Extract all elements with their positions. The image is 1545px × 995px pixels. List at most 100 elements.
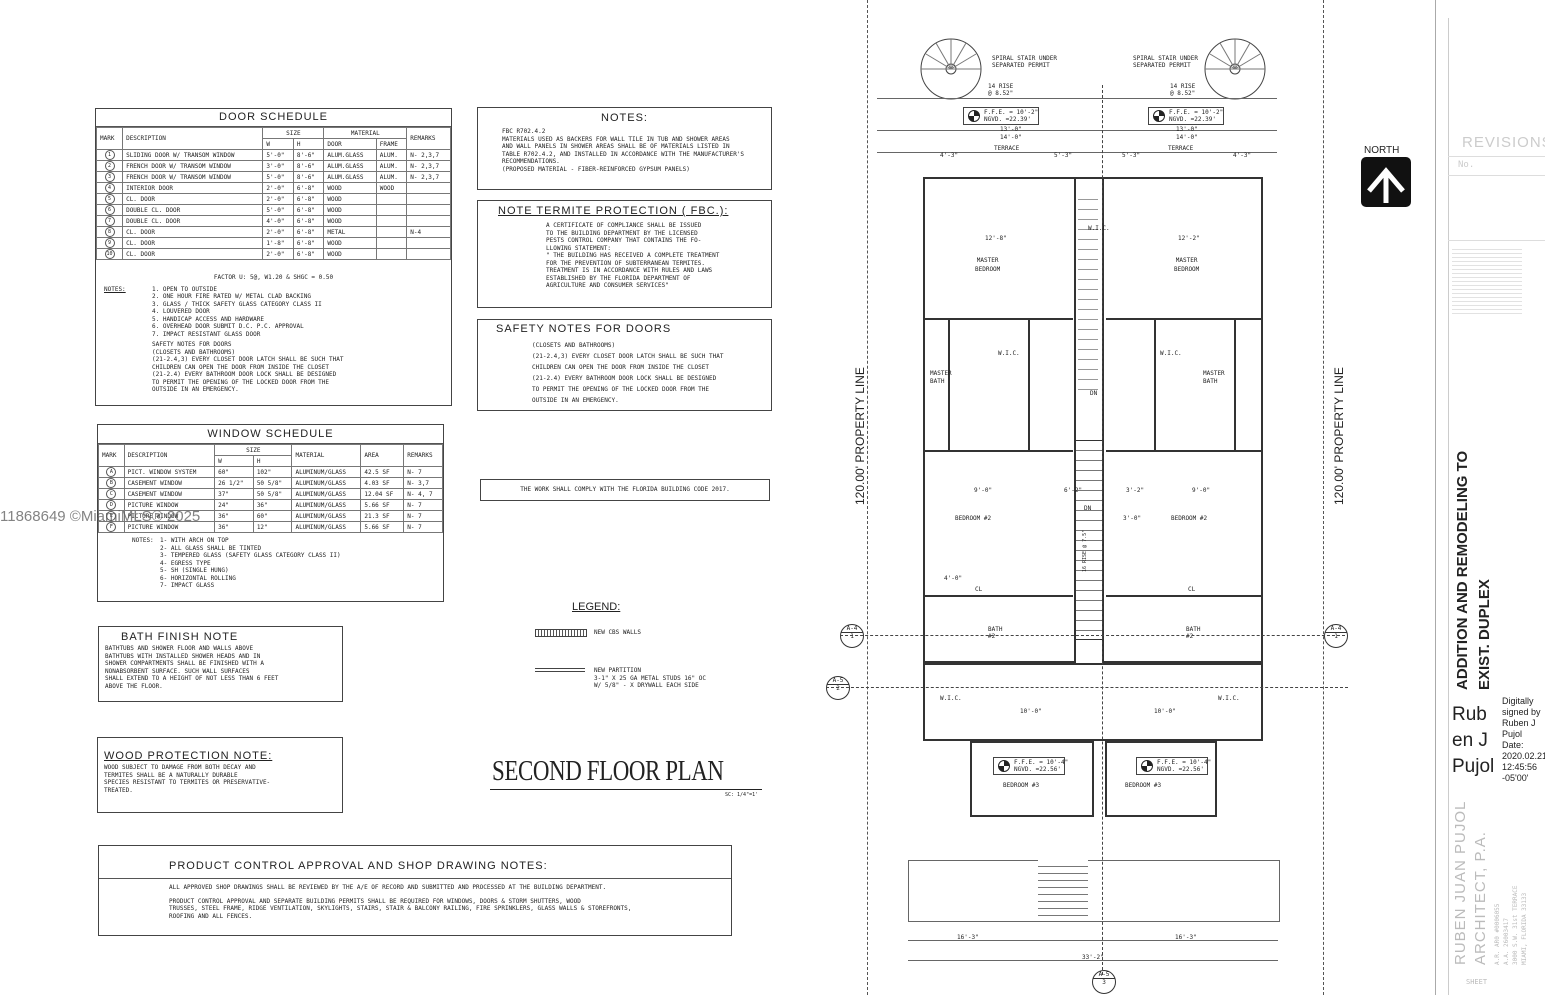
mb-right-1: MASTER: [1175, 257, 1198, 264]
note-line: WOOD SUBJECT TO DAMAGE FROM BOTH DECAY A…: [104, 764, 256, 771]
notes-title: NOTES:: [601, 112, 648, 124]
note-line: MATERIALS USED AS BACKERS FOR WALL TILE …: [502, 135, 730, 143]
center-line: [1102, 85, 1103, 975]
door-door-cell: ALUM.GLASS: [323, 149, 377, 161]
spiral-left-line-2: SEPARATED PERMIT: [992, 62, 1050, 69]
door-w-cell: 4'-0": [262, 215, 294, 227]
legend-partition-line: NEW PARTITION: [594, 667, 641, 674]
door-desc-cell: SLIDING DOOR W/ TRANSOM WINDOW: [122, 149, 264, 161]
door-notes-label: NOTES:: [104, 285, 126, 293]
ffe-tag-bottom-right: F.F.E. = 10'-4"NGVD. =22.56': [1136, 757, 1212, 775]
door-mark-cell: 3: [95, 171, 124, 183]
partition: [925, 318, 1073, 320]
mb-right-2: BEDROOM: [1174, 266, 1200, 273]
door-h-cell: 8'-6": [292, 149, 325, 161]
door-w-cell: 2'-0": [262, 193, 294, 205]
dim-top-h: 4'-3": [1233, 152, 1252, 159]
door-mark: 2: [104, 161, 115, 171]
window-w-cell: 26 1/2": [214, 477, 254, 489]
partition-symbol: [535, 668, 585, 672]
door-remarks-cell: N-4: [406, 226, 451, 238]
floor-plan: 120.00' PROPERTY LINE 120.00' PROPERTY L…: [820, 0, 1360, 995]
window-w-cell: 37": [214, 488, 254, 500]
dim-33-2: 33'-2": [1082, 954, 1104, 961]
note-line: BATHTUBS WITH INSTALLED SHOWER HEADS AND…: [105, 652, 261, 660]
window-note-line: 1- WITH ARCH ON TOP: [160, 537, 229, 544]
firm-info-line: A.R. AR0 #0006055: [1494, 903, 1501, 965]
door-desc-cell: DOUBLE CL. DOOR: [122, 204, 264, 216]
window-area-cell: 12.04 SF: [360, 488, 405, 500]
dn-upper: DN: [1090, 390, 1098, 397]
window-mark-cell: B: [98, 477, 125, 489]
dim-9-0-left: 9'-0": [974, 487, 993, 494]
firm-name-1: RUBEN JUAN PUJOL: [1452, 800, 1469, 965]
door-mark: 3: [104, 172, 115, 182]
note-line: FOR THE PREVENTION OF SUBTERRANEAN TERMI…: [546, 259, 705, 267]
door-desc-cell: CL. DOOR: [122, 226, 264, 238]
rise-left: 14 RISE @ 8.52": [988, 83, 1013, 97]
door-mark-cell: 1: [95, 149, 124, 161]
partition: [1106, 450, 1261, 452]
dim-line-1: [877, 98, 1277, 99]
signer-big-1: Rub: [1452, 704, 1487, 725]
elevation-marker-icon: [998, 760, 1010, 772]
product-line-2: PRODUCT CONTROL APPROVAL AND SEPARATE BU…: [169, 897, 581, 905]
dim-4-0: 4'-0": [944, 575, 963, 582]
ffe-bottom-right-2: NGVD. =22.56': [1157, 766, 1204, 773]
rise-left-line-2: @ 8.52": [988, 90, 1014, 97]
door-note-line: 2. ONE HOUR FIRE RATED W/ METAL CLAD BAC…: [152, 293, 311, 300]
door-mark: 1: [104, 150, 115, 160]
col-frame: FRAME: [375, 138, 408, 150]
door-remarks-cell: [406, 193, 451, 205]
property-line-left: [867, 0, 868, 995]
door-door-cell: WOOD: [323, 215, 377, 227]
window-material-cell: ALUMINUM/GLASS: [291, 521, 362, 533]
spiral-right-line-1: SPIRAL STAIR UNDER: [1133, 55, 1199, 62]
master-bedroom-right: MASTER BEDROOM: [1174, 256, 1199, 274]
code-text: THE WORK SHALL COMPLY WITH THE FLORIDA B…: [520, 486, 730, 493]
property-line-label-left: 120.00' PROPERTY LINE: [853, 367, 867, 505]
legend-cbs: NEW CBS WALLS: [594, 629, 641, 636]
partition: [1106, 595, 1261, 597]
window-mark-cell: F: [98, 521, 125, 533]
mls-watermark: 11868649 ©MiamiMLS® 2025: [0, 508, 201, 525]
door-note-line: 4. LOUVERED DOOR: [152, 308, 210, 315]
spiral-note-right: SPIRAL STAIR UNDER SEPARATED PERMIT: [1133, 55, 1198, 69]
ffe-bottom-right-1: F.F.E. = 10'-4": [1157, 759, 1212, 766]
note-line: PESTS CONTROL COMPANY THAT CONTAINS THE …: [546, 237, 702, 244]
firm-info-line: 3000 S.W. 31st TERRACE: [1512, 885, 1519, 965]
door-door-cell: WOOD: [323, 237, 377, 249]
door-frame-cell: [375, 237, 408, 249]
spiral-stair-left: [920, 38, 982, 100]
safety-body: (CLOSETS AND BATHROOMS)(21-2.4,3) EVERY …: [496, 340, 753, 406]
window-material-cell: ALUMINUM/GLASS: [291, 499, 362, 511]
signer-big-2: en J: [1452, 730, 1488, 751]
door-h-cell: 6'-8": [292, 182, 325, 194]
rise-left-line-1: 14 RISE: [988, 83, 1014, 90]
col-door: DOOR: [323, 138, 377, 150]
bedroom3-right: [1105, 741, 1217, 817]
wic-front-left: W.I.C.: [940, 695, 962, 702]
wic-right: W.I.C.: [1160, 350, 1182, 357]
window-area-cell: 4.03 SF: [360, 477, 405, 489]
cl-right: CL: [1188, 586, 1196, 593]
window-area-cell: 21.3 SF: [360, 510, 405, 522]
window-w-cell: 36": [214, 521, 254, 533]
bath-finish-note: BATH FINISH NOTE BATHTUBS AND SHOWER FLO…: [98, 626, 343, 702]
door-desc-cell: CL. DOOR: [122, 237, 264, 249]
window-h-cell: 36": [252, 499, 293, 511]
partition: [925, 450, 1073, 452]
note-line: " THE BUILDING HAS RECEIVED A COMPLETE T…: [546, 252, 720, 259]
window-note-line: 7- IMPACT GLASS: [160, 582, 215, 589]
note-line: FBC R702.4.2: [502, 128, 546, 135]
dim-top-a: 13'-0": [1000, 126, 1022, 133]
door-mark-cell: 10: [95, 248, 124, 260]
plan-title: SECOND FLOOR PLAN: [492, 756, 724, 787]
door-safety-line: SAFETY NOTES FOR DOORS: [152, 341, 232, 348]
door-schedule: DOOR SCHEDULE MARK DESCRIPTION SIZE MATE…: [95, 108, 452, 406]
